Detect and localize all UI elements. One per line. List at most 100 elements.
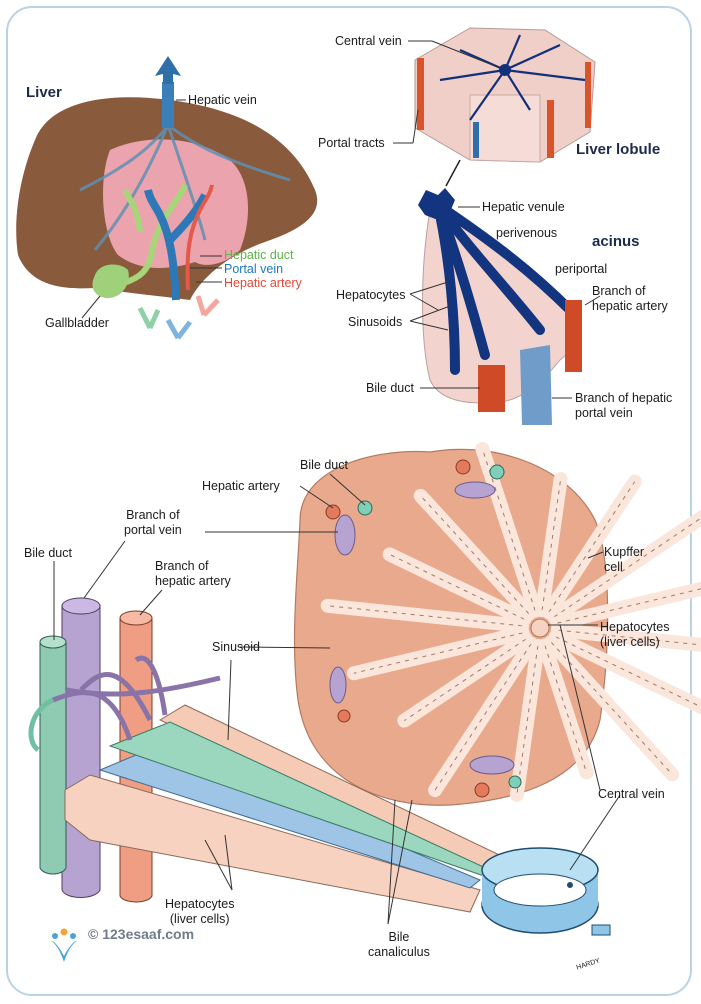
acinus-illustration — [418, 188, 582, 425]
artery-section — [474, 782, 490, 798]
periportal-label: periportal — [555, 262, 608, 276]
cord-cell-boundaries — [353, 632, 523, 674]
pipe-hole — [567, 882, 573, 888]
portal-tract-vessel — [585, 62, 591, 128]
label-line: Branch of — [155, 559, 209, 573]
label-line: Bile — [388, 930, 410, 944]
lobule-leaders — [393, 40, 501, 144]
cord-cell-boundaries — [327, 605, 523, 627]
gallbladder-shape — [92, 264, 129, 299]
cord-cell-boundaries — [553, 517, 701, 618]
hepatic-vein-label: Hepatic vein — [188, 93, 257, 107]
cord-cell-boundaries — [557, 629, 701, 646]
portal-vein-branch — [520, 345, 552, 425]
perivenous-label: perivenous — [496, 226, 558, 240]
cord-cell-boundaries — [557, 588, 701, 624]
label-line: portal vein — [575, 406, 633, 420]
portal-tract-vessel — [417, 58, 424, 130]
sinusoids-label: Sinusoids — [348, 315, 403, 329]
flow-arrow-icon — [195, 295, 220, 317]
cord-cell-boundaries — [404, 638, 527, 722]
portal-vein-section — [454, 481, 496, 499]
watermark: © 123esaaf.com — [50, 926, 194, 942]
hepatocyte-cord — [541, 474, 642, 620]
flow-arrow-icon — [137, 306, 161, 330]
branch-portal-vein-label: Branch of portal vein — [124, 508, 182, 538]
artery-section — [337, 709, 351, 723]
bile-duct-section — [357, 500, 373, 516]
portal-vein-tree — [144, 189, 209, 301]
hepatic-artery-tree — [185, 184, 214, 291]
central-vein-dot — [499, 64, 511, 76]
central-vein-label: Central vein — [335, 34, 402, 48]
artery-section — [455, 459, 471, 475]
watermark-text: © 123esaaf.com — [88, 926, 195, 942]
artery-branch — [565, 300, 582, 372]
artery-top — [119, 610, 153, 626]
outflow-pipe — [591, 924, 611, 936]
lower-branch-hepatic-artery-label: Branch of hepatic artery — [155, 559, 231, 589]
sinusoid-label: Sinusoid — [212, 640, 260, 654]
label-line: cell — [604, 560, 623, 574]
cord-cell-boundaries — [550, 641, 673, 775]
label-line: hepatic artery — [592, 299, 668, 313]
portal-vein-column — [61, 604, 101, 898]
lobule-cut — [469, 94, 541, 163]
label-line: hepatic artery — [155, 574, 231, 588]
lower-hepatic-artery-label: Hepatic artery — [202, 479, 280, 493]
hepatic-venule-branches — [433, 200, 575, 375]
hepatic-vein-trunk — [162, 82, 174, 128]
branch-vessels — [28, 697, 55, 752]
label-line: Hepatocytes — [600, 620, 670, 634]
cord-cell-boundaries — [555, 636, 701, 708]
acinus-title: acinus — [592, 233, 640, 250]
central-vein-ring — [481, 847, 611, 936]
liver-lobule-title: Liver lobule — [576, 141, 661, 158]
acinus-branch-hepatic-artery-label: Branch of hepatic artery — [592, 284, 668, 314]
label-line: Hepatocytes — [165, 897, 235, 911]
kupffer-cell-label: Kupffer cell — [604, 545, 644, 575]
flow-arrow-icon — [165, 318, 192, 340]
bile-canaliculus-label: Bile canaliculus — [368, 930, 430, 960]
sinusoid-network — [439, 34, 586, 121]
hepatocyte-cords — [320, 441, 701, 802]
hepatic-duct-label: Hepatic duct — [224, 248, 294, 262]
liver-leaders — [81, 99, 222, 319]
portal-vein-label: Portal vein — [224, 262, 284, 276]
bottom-hepatocytes-label: Hepatocytes (liver cells) — [165, 897, 234, 927]
hepatic-vein-branches — [79, 123, 291, 251]
label-line: (liver cells) — [600, 635, 660, 649]
central-vein-lumen — [530, 618, 550, 638]
branch-vessels — [52, 655, 221, 741]
label-line: portal vein — [124, 523, 182, 537]
label-line: Branch of — [592, 284, 646, 298]
cord-cell-boundaries — [481, 448, 536, 611]
hepatic-venule — [418, 188, 455, 220]
lower-leaders — [53, 473, 621, 925]
hepatocyte-cord — [413, 488, 536, 621]
label-line: Kupffer — [604, 545, 645, 559]
label-line: (liver cells) — [169, 912, 230, 926]
label-line: canaliculus — [368, 945, 430, 959]
label-line: Branch of hepatic — [575, 391, 673, 405]
bile-duct-column — [39, 641, 67, 875]
people-logo-icon — [50, 928, 78, 962]
lower-central-vein-label: Central vein — [598, 787, 665, 801]
acinus-branch-portal-vein-label: Branch of hepatic portal vein — [575, 391, 672, 421]
bile-duct-section — [508, 775, 522, 789]
hepatic-artery-label: Hepatic artery — [224, 276, 302, 290]
acinus-hepatocytes-label: Hepatocytes — [336, 288, 406, 302]
zoom-line — [445, 159, 461, 187]
central-vein-opening — [493, 873, 587, 907]
portal-vein-section — [469, 755, 515, 775]
artery-section — [325, 504, 341, 520]
lower-plate — [64, 774, 481, 913]
lobule-cross-section — [293, 441, 701, 806]
cord-cell-boundaries — [434, 643, 532, 791]
acinus-bile-duct-label: Bile duct — [366, 381, 414, 395]
portal-tract-vessel — [547, 100, 554, 158]
gallbladder-label: Gallbladder — [45, 316, 109, 330]
portal-vein-section — [329, 666, 347, 704]
